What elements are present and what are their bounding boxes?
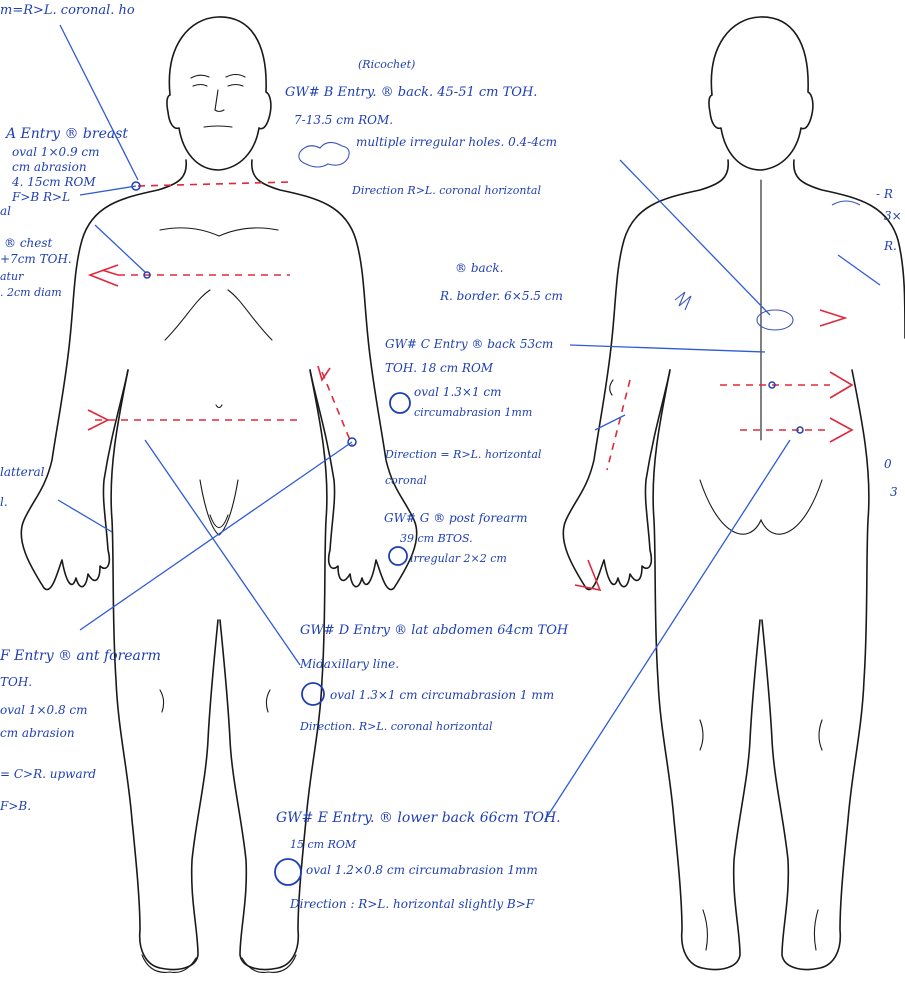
note-gw-f-line4: cm abrasion: [0, 726, 75, 740]
note-gw-c-line2: TOH. 18 cm ROM: [385, 361, 494, 375]
note-gw-d-line4: Direction. R>L. coronal horizontal: [299, 720, 493, 733]
note-gw-b-line1: GW# B Entry. ® back. 45-51 cm TOH.: [285, 85, 537, 100]
note-gw-f-line1: F Entry ® ant forearm: [0, 648, 161, 664]
note-gw-b-line3: multiple irregular holes. 0.4-4cm: [356, 135, 557, 149]
chest-scribble-cloud: [299, 142, 349, 167]
note-gw-g-line3: irregular 2×2 cm: [410, 552, 507, 565]
note-gw-d-line3: oval 1.3×1 cm circumabrasion 1 mm: [330, 688, 554, 702]
note-gw-a-line4: 4. 15cm ROM: [11, 175, 96, 189]
note-gw-e-line2: 15 cm ROM: [290, 838, 357, 851]
note-gw-a-line1: A Entry ® breast: [4, 126, 128, 142]
note-gw-a-line2: oval 1×0.9 cm: [12, 145, 100, 159]
note-gw-f-line3: oval 1×0.8 cm: [0, 703, 88, 717]
note-gw-b-ricochet: (Ricochet): [358, 58, 415, 71]
trajectory-f: [322, 372, 352, 445]
note-gw-f-line2: TOH.: [0, 675, 32, 689]
note-gw-f-line6: F>B.: [0, 799, 31, 813]
note-gw-a-line3: cm abrasion: [12, 160, 87, 174]
note-left-hand-line2: l.: [0, 495, 8, 509]
circle-symbol-e: [275, 859, 301, 885]
note-gw-e-line4: Direction : R>L. horizontal slightly B>F: [289, 897, 535, 911]
note-right-edge-4: 0: [884, 457, 892, 471]
note-right-edge-2: 3×: [884, 209, 902, 223]
note-gw-c-line6: coronal: [385, 474, 427, 487]
wound-b-holes: [757, 310, 793, 330]
note-back-abrasion-line2: R. border. 6×5.5 cm: [439, 289, 563, 303]
note-gw-e-line3: oval 1.2×0.8 cm circumabrasion 1mm: [306, 863, 538, 877]
note-gw-b-line2: 7-13.5 cm ROM.: [294, 113, 393, 127]
note-gw-d-line2: Midaxillary line.: [299, 657, 399, 671]
note-gw-f-line5: = C>R. upward: [0, 767, 96, 781]
circle-symbol-c: [390, 393, 410, 413]
note-back-abrasion-line1: ® back.: [455, 261, 503, 275]
note-left-hand-line1: latteral: [0, 465, 45, 479]
back-shoulder-scribble: [832, 201, 860, 205]
note-gw-d-line1: GW# D Entry ® lat abdomen 64cm TOH: [300, 623, 569, 638]
note-gw-a-line6: al: [0, 204, 11, 218]
note-gw-c-line1: GW# C Entry ® back 53cm: [385, 337, 553, 351]
note-gw-g-line1: GW# G ® post forearm: [384, 511, 527, 525]
abrasion-back-scribble: [675, 292, 691, 310]
handwritten-notes: m=R>L. coronal. ho A Entry ® breast oval…: [0, 3, 902, 911]
posterior-body-figure: [563, 17, 905, 970]
note-gw-c-line4: circumabrasion 1mm: [414, 406, 532, 419]
note-chest-line1: ® chest: [4, 236, 53, 250]
note-top-left-direction: m=R>L. coronal. ho: [0, 3, 135, 18]
circle-symbol-g: [389, 547, 407, 565]
note-right-edge-3: R.: [883, 239, 897, 253]
note-chest-line3: atur: [0, 270, 24, 283]
note-right-edge-1: - R: [876, 187, 893, 201]
note-right-edge-5: 3: [890, 485, 898, 499]
note-gw-a-line5: F>B R>L: [11, 190, 70, 204]
note-gw-c-line3: oval 1.3×1 cm: [414, 385, 502, 399]
note-chest-line2: +7cm TOH.: [0, 252, 72, 266]
note-chest-line4: . 2cm diam: [0, 286, 62, 299]
note-gw-e-line1: GW# E Entry. ® lower back 66cm TOH.: [276, 810, 561, 826]
note-gw-g-line2: 39 cm BTOS.: [400, 532, 473, 545]
note-gw-c-line5: Direction = R>L. horizontal: [384, 448, 542, 461]
note-gw-b-line4: Direction R>L. coronal horizontal: [351, 184, 541, 197]
